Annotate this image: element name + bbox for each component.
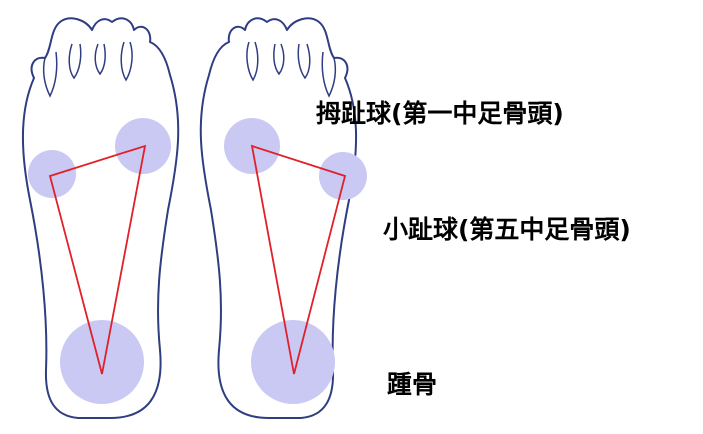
heel-label: 踵骨 <box>387 370 438 399</box>
left-toe-divider-3 <box>94 43 106 76</box>
left-foot-outline <box>21 17 180 419</box>
left-toe-divider-1 <box>42 51 58 98</box>
right-heel <box>251 320 335 404</box>
left-foot <box>21 17 180 419</box>
big-toe-ball-label: 拇趾球(第一中足骨頭) <box>316 99 564 128</box>
right-foot-outline <box>199 17 358 419</box>
right-toe-divider-4 <box>246 41 259 82</box>
left-little-toe-ball <box>28 150 76 198</box>
left-toe-divider-4 <box>120 41 133 82</box>
right-weight-triangle <box>250 144 347 375</box>
right-foot <box>199 17 367 419</box>
right-toe-divider-1 <box>321 51 337 98</box>
little-toe-ball-label: 小趾球(第五中足骨頭) <box>383 215 631 244</box>
right-toe-divider-2 <box>297 43 311 80</box>
right-toe-divider-3 <box>273 43 285 76</box>
left-toe-divider-2 <box>68 43 82 80</box>
left-weight-triangle <box>48 144 147 375</box>
left-heel <box>60 320 144 404</box>
